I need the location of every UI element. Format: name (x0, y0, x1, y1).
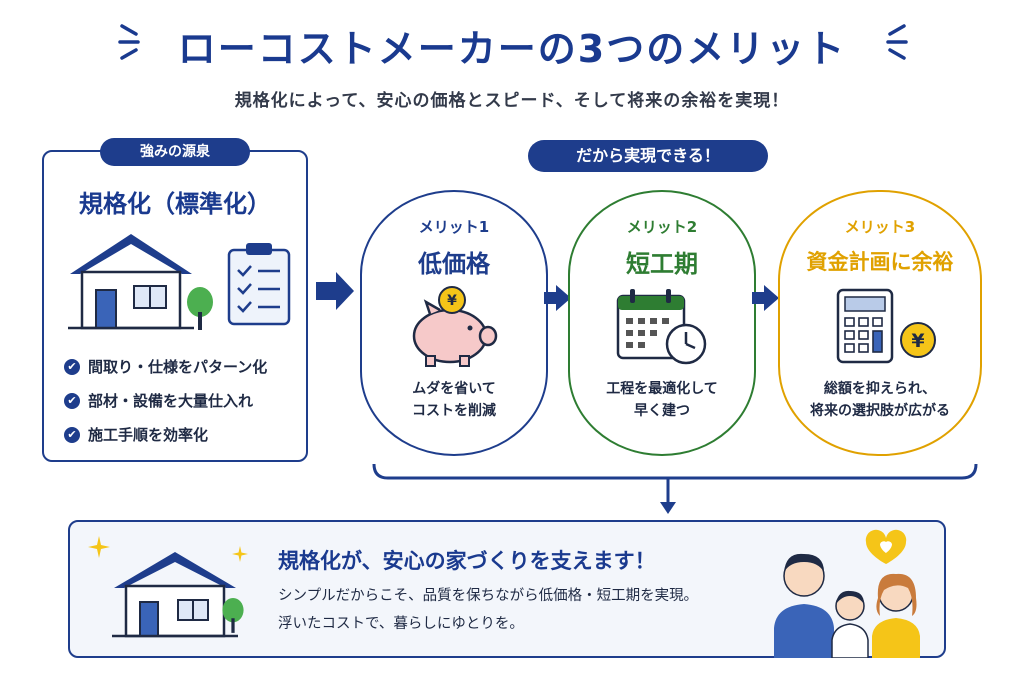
benefit-label: メリット3 (844, 218, 916, 236)
piggy-bank-yen-icon: ¥ (412, 286, 498, 367)
source-item-label: 施工手順を効率化 (88, 426, 209, 444)
source-badge: 強みの源泉 (100, 138, 250, 166)
checklist-clipboard-icon (227, 243, 291, 326)
check-circle-icon: ✔ (64, 358, 80, 375)
page-title: ローコストメーカーの3つのメリット (177, 27, 847, 71)
benefit-desc-line: 将来の選択肢が広がる (810, 403, 950, 419)
house-icon (68, 234, 194, 330)
svg-text:¥: ¥ (911, 330, 924, 352)
benefit-title: 短工期 (626, 250, 698, 278)
source-title: 規格化（標準化） (79, 190, 271, 218)
source-item-patterns: ✔ 間取り・仕様をパターン化 (64, 356, 267, 377)
sparkle-icon (88, 536, 110, 558)
benefit-desc-line: コストを削減 (412, 403, 496, 419)
benefit-desc: 総額を抑えられ、 将来の選択肢が広がる (778, 378, 982, 422)
sparkle-icon (232, 546, 248, 562)
benefit-title: 低価格 (418, 250, 490, 278)
title-spark-left-icon (118, 24, 140, 60)
check-circle-icon: ✔ (64, 426, 80, 443)
bracket-connector (372, 463, 978, 514)
benefit-title: 資金計画に余裕 (806, 250, 954, 274)
calendar-clock-icon (616, 289, 707, 365)
calculator-yen-icon: ¥ (836, 288, 936, 364)
family-illustration-icon (774, 529, 920, 658)
arrow-right-icon (752, 285, 779, 311)
arrow-right-icon (316, 272, 354, 310)
tree-icon (222, 597, 244, 633)
conclusion-line-2: 浮いたコストで、暮らしにゆとりを。 (278, 616, 524, 632)
source-item-efficiency: ✔ 施工手順を効率化 (64, 424, 208, 445)
svg-text:¥: ¥ (447, 293, 457, 309)
benefit-desc-line: 早く建つ (634, 403, 690, 419)
source-item-bulk-purchase: ✔ 部材・設備を大量仕入れ (64, 390, 253, 411)
benefit-label: メリット2 (626, 218, 698, 236)
benefit-desc: 工程を最適化して 早く建つ (568, 378, 756, 422)
arrow-right-icon (544, 285, 571, 311)
conclusion-line-1: シンプルだからこそ、品質を保ちながら低価格・短工期を実現。 (278, 588, 699, 604)
tree-icon (187, 287, 213, 330)
benefit-desc-line: 工程を最適化して (606, 381, 718, 397)
benefit-label: メリット1 (418, 218, 490, 236)
check-circle-icon: ✔ (64, 392, 80, 409)
benefits-badge: だから実現できる！ (528, 140, 768, 172)
source-item-label: 部材・設備を大量仕入れ (88, 392, 254, 410)
conclusion-heading: 規格化が、安心の家づくりを支えます！ (278, 549, 656, 573)
benefit-desc-line: 総額を抑えられ、 (823, 381, 937, 397)
title-spark-right-icon (886, 24, 908, 60)
benefit-desc: ムダを省いて コストを削減 (360, 378, 548, 422)
source-item-label: 間取り・仕様をパターン化 (88, 358, 268, 376)
benefit-desc-line: ムダを省いて (412, 381, 496, 397)
page-subtitle: 規格化によって、安心の価格とスピード、そして将来の余裕を実現！ (234, 91, 790, 111)
